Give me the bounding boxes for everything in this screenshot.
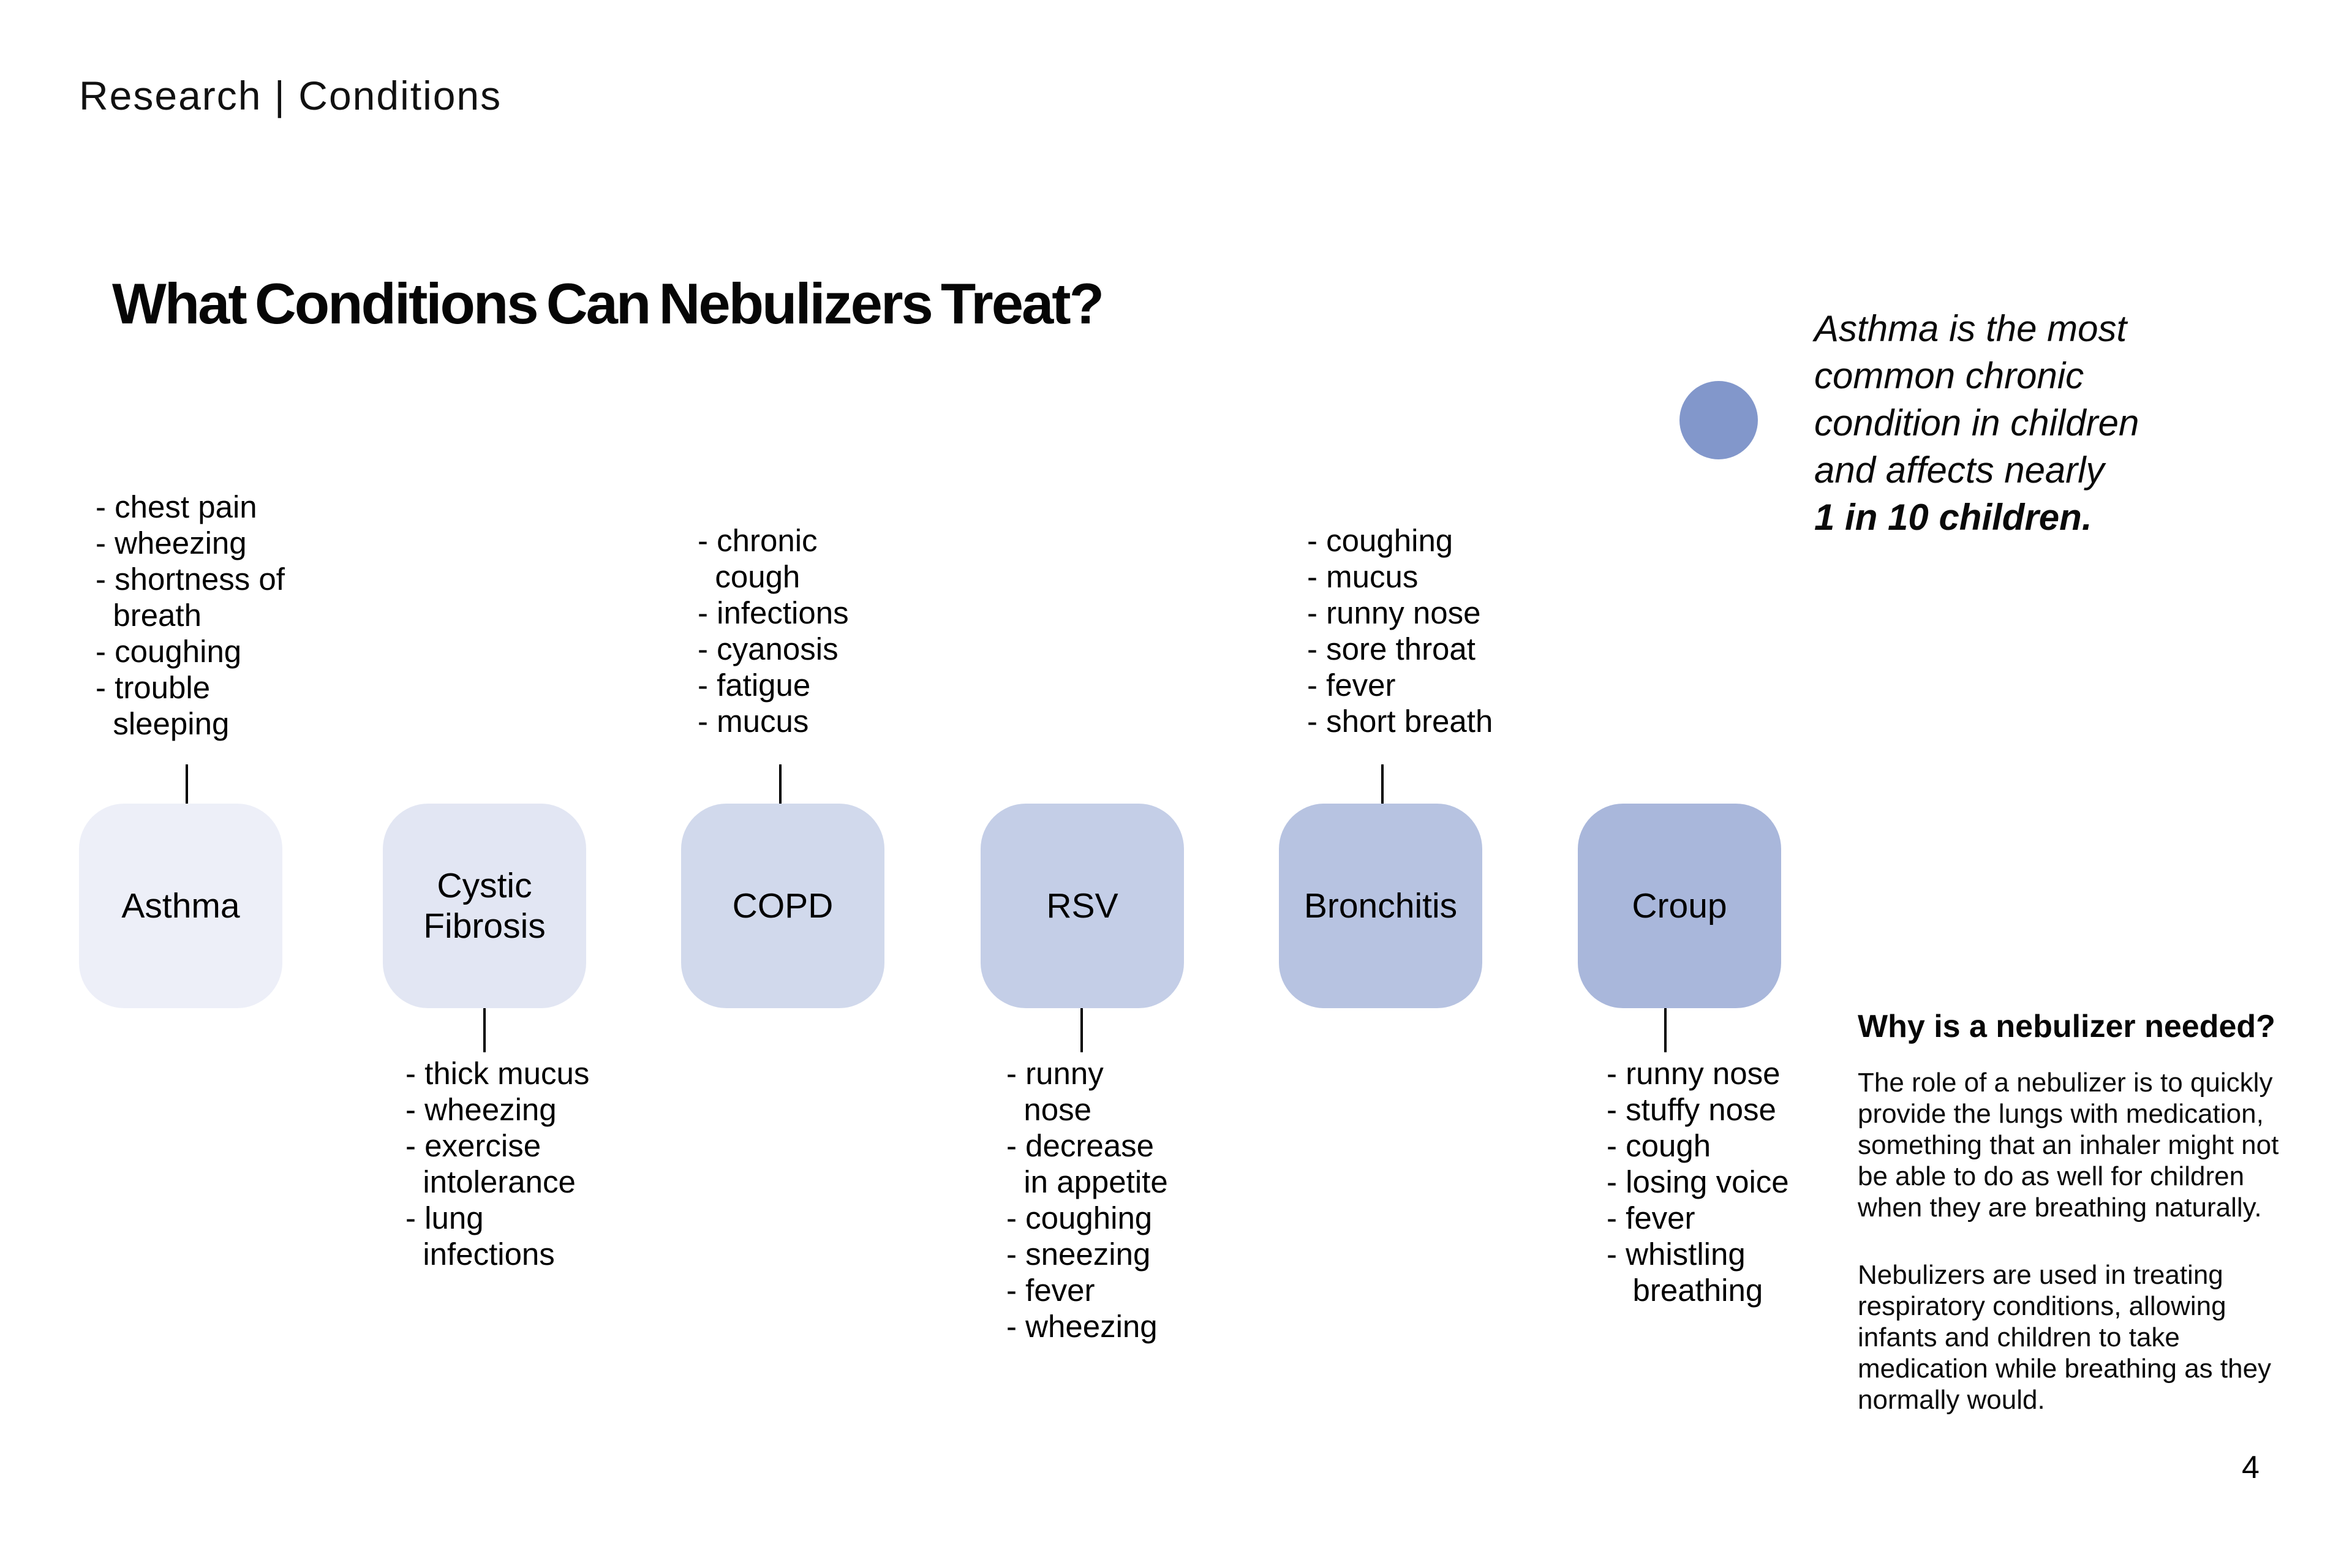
nebulizer-paragraph-1: The role of a nebulizer is to quickly pr…	[1858, 1068, 2279, 1223]
symptom-list-cystic-fibrosis: - thick mucus - wheezing - exercise into…	[405, 1056, 590, 1272]
condition-box-croup: Croup	[1578, 804, 1781, 1008]
nebulizer-heading: Why is a nebulizer needed?	[1858, 1009, 2275, 1044]
asthma-fact: Asthma is the most common chronic condit…	[1814, 305, 2139, 541]
connector-line-asthma	[186, 764, 188, 805]
condition-label-bronchitis: Bronchitis	[1303, 886, 1458, 925]
condition-label-asthma: Asthma	[121, 886, 240, 925]
symptom-list-croup: - runny nose - stuffy nose - cough - los…	[1607, 1056, 1789, 1308]
condition-label-rsv: RSV	[1046, 886, 1118, 925]
page-number: 4	[2242, 1450, 2260, 1485]
breadcrumb: Research | Conditions	[79, 73, 502, 118]
symptom-list-rsv: - runny nose - decrease in appetite - co…	[1006, 1056, 1168, 1344]
condition-label-croup: Croup	[1632, 886, 1727, 925]
connector-line-cystic-fibrosis	[483, 1008, 486, 1052]
condition-box-cystic-fibrosis: Cystic Fibrosis	[383, 804, 586, 1008]
condition-label-cystic-fibrosis: Cystic Fibrosis	[423, 866, 546, 946]
condition-box-asthma: Asthma	[79, 804, 282, 1008]
connector-line-bronchitis	[1381, 764, 1384, 805]
asthma-fact-lines: Asthma is the most common chronic condit…	[1814, 308, 2139, 491]
symptom-list-asthma: - chest pain - wheezing - shortness of b…	[96, 489, 285, 741]
nebulizer-paragraph-2: Nebulizers are used in treating respirat…	[1858, 1260, 2272, 1415]
symptom-list-bronchitis: - coughing - mucus - runny nose - sore t…	[1307, 523, 1493, 739]
condition-box-bronchitis: Bronchitis	[1279, 804, 1482, 1008]
condition-box-rsv: RSV	[981, 804, 1184, 1008]
condition-label-copd: COPD	[732, 886, 834, 925]
connector-line-croup	[1664, 1008, 1667, 1052]
symptom-list-copd: - chronic cough - infections - cyanosis …	[698, 523, 849, 739]
connector-line-rsv	[1080, 1008, 1083, 1052]
condition-box-copd: COPD	[681, 804, 884, 1008]
page-title: What Conditions Can Nebulizers Treat?	[112, 271, 1104, 336]
connector-line-copd	[779, 764, 782, 805]
accent-circle-icon	[1679, 381, 1758, 459]
asthma-fact-bold-line: 1 in 10 children.	[1814, 497, 2092, 538]
